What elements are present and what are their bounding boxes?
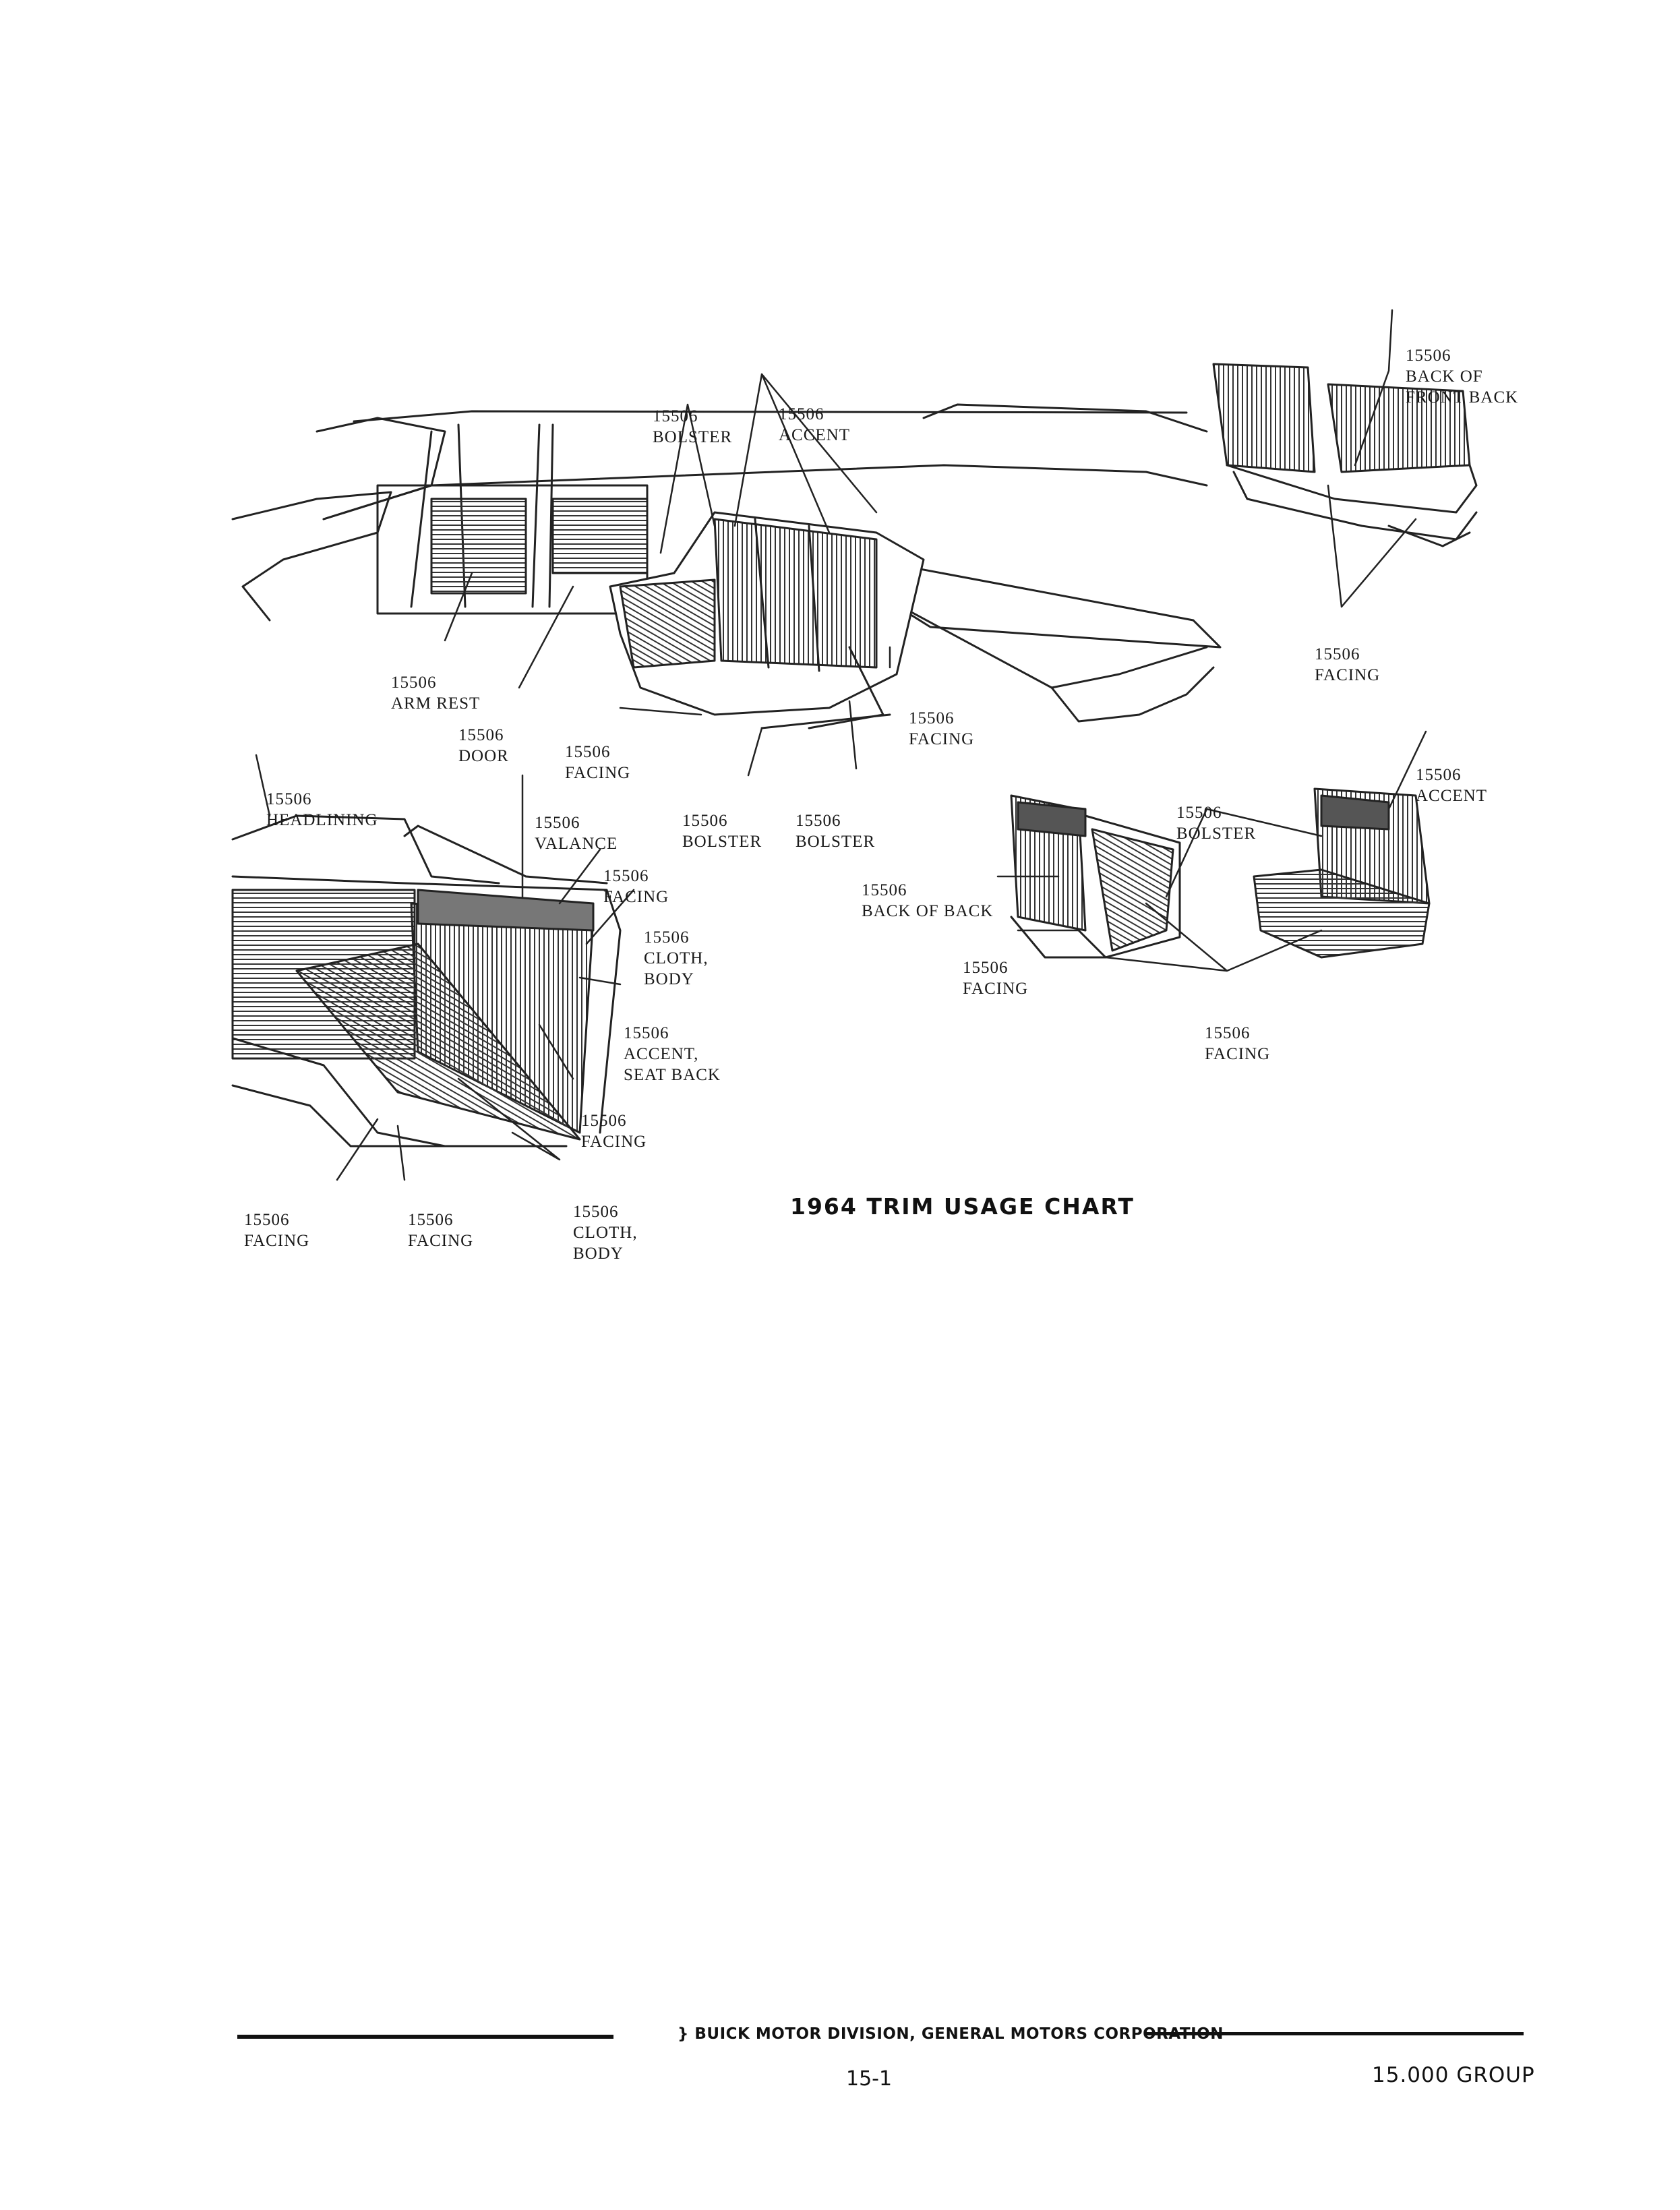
leader-lines <box>255 309 1427 1181</box>
wagon-interior-drawing <box>231 403 1222 729</box>
split-front-seat-drawing <box>1212 363 1478 547</box>
footer-rule-right <box>1146 2032 1524 2035</box>
footer-rule-left <box>237 2035 613 2039</box>
page-number: 15-1 <box>846 2067 893 2091</box>
bucket-seats-drawing <box>1010 787 1431 959</box>
chart-caption: 1964 TRIM USAGE CHART <box>790 1193 1135 1220</box>
group-number: 15.000 GROUP <box>1372 2063 1535 2087</box>
footer-division: } BUICK MOTOR DIVISION, GENERAL MOTORS C… <box>678 2025 1224 2043</box>
rear-seat-drawing <box>231 814 622 1147</box>
